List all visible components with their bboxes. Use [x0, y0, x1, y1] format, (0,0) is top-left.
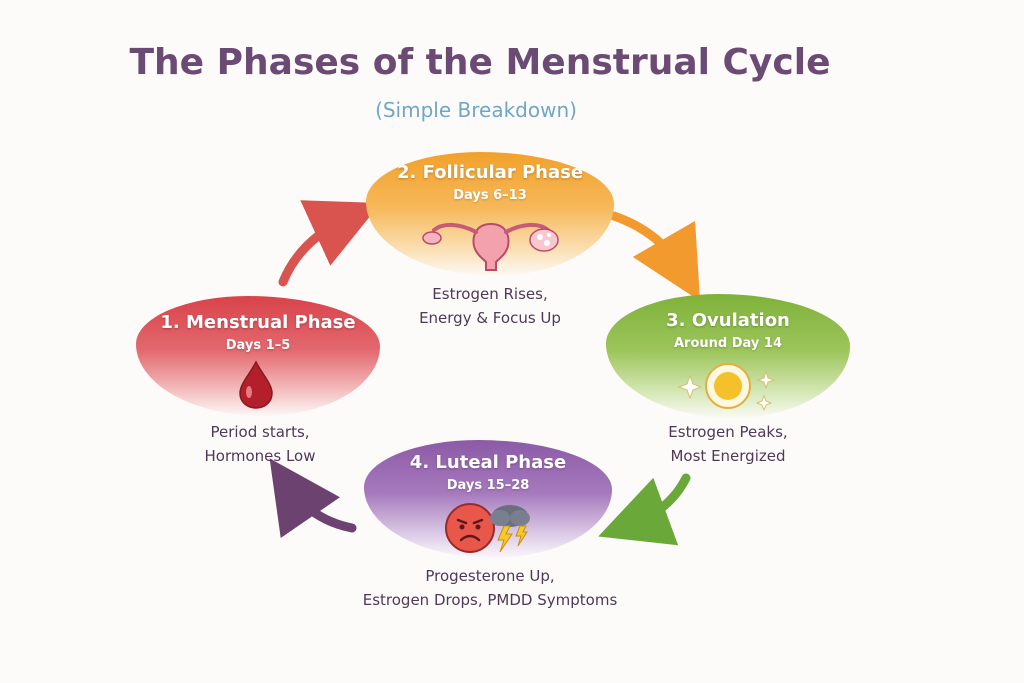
menstrual-phase-title: 1. Menstrual Phase: [160, 312, 356, 333]
menstrual-phase-days: Days 1–5: [225, 338, 291, 353]
upset-face-storm-icon: [445, 503, 530, 553]
arrow-luteal-to-menstrual: [269, 458, 357, 539]
follicular-phase-title: 2. Follicular Phase: [396, 162, 584, 183]
menstrual-phase-description: Period starts, Hormones Low: [160, 420, 360, 468]
luteal-phase-days: Days 15–28: [446, 478, 530, 493]
arrow-follicular-to-ovulation: [609, 211, 701, 302]
follicular-phase-days: Days 6–13: [453, 188, 527, 203]
luteal-phase-card: 4. Luteal Phase Days 15–28: [364, 440, 612, 558]
arrow-menstrual-to-follicular: [278, 200, 381, 287]
menstrual-desc-line1: Period starts,: [210, 423, 310, 441]
luteal-desc-line2: Estrogen Drops, PMDD Symptoms: [362, 591, 618, 609]
follicular-desc-line2: Energy & Focus Up: [419, 309, 561, 327]
ovulation-desc-line1: Estrogen Peaks,: [668, 423, 788, 441]
menstrual-phase-card: 1. Menstrual Phase Days 1–5: [136, 296, 380, 416]
luteal-phase-title: 4. Luteal Phase: [409, 452, 567, 473]
follicular-phase-description: Estrogen Rises, Energy & Focus Up: [380, 282, 600, 330]
ovulation-desc-line2: Most Energized: [670, 447, 786, 465]
menstrual-desc-line2: Hormones Low: [204, 447, 316, 465]
follicular-desc-line1: Estrogen Rises,: [432, 285, 548, 303]
ovulation-phase-card: 3. Ovulation Around Day 14: [606, 294, 850, 418]
follicular-phase-card: 2. Follicular Phase Days 6–13: [366, 152, 614, 276]
blood-drop-icon: [239, 360, 273, 409]
arrow-ovulation-to-luteal: [598, 473, 691, 546]
egg-sparkle-icon: [678, 363, 776, 412]
page-title: The Phases of the Menstrual Cycle: [129, 42, 831, 83]
uterus-icon: [422, 222, 559, 271]
luteal-desc-line1: Progesterone Up,: [425, 567, 555, 585]
page-subtitle: (Simple Breakdown): [375, 98, 577, 122]
ovulation-phase-description: Estrogen Peaks, Most Energized: [628, 420, 828, 468]
ovulation-phase-days: Around Day 14: [674, 336, 782, 351]
ovulation-phase-title: 3. Ovulation: [666, 310, 790, 331]
luteal-phase-description: Progesterone Up, Estrogen Drops, PMDD Sy…: [330, 564, 650, 612]
